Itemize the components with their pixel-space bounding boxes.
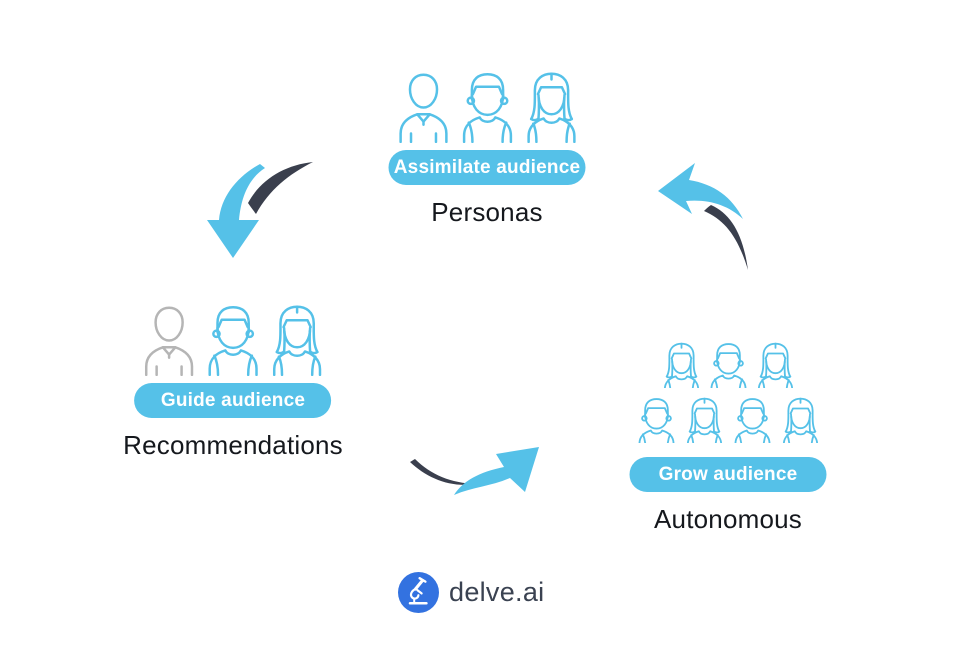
arrow-autonomous-to-personas (658, 163, 748, 270)
woman-long-hair-icon (757, 342, 793, 388)
node-autonomous: Grow audience Autonomous (629, 341, 827, 535)
woman-long-hair-icon (272, 305, 322, 376)
delve-ai-logo: delve.ai (398, 572, 544, 613)
personas-icon-row (397, 70, 577, 143)
recommendations-icon-row (143, 303, 323, 376)
man-short-hair-icon (208, 306, 258, 376)
man-short-hair-icon (734, 398, 770, 443)
arrow-personas-to-recommendations (207, 162, 313, 258)
recommendations-label: Recommendations (123, 430, 343, 460)
woman-long-hair-icon (526, 72, 576, 143)
brand-name: delve.ai (449, 577, 545, 607)
man-short-hair-icon (462, 73, 512, 143)
assimilate-audience-pill: Assimilate audience (388, 150, 586, 185)
woman-long-hair-icon (663, 342, 699, 388)
autonomous-icon-row-2 (637, 396, 819, 443)
autonomous-label: Autonomous (654, 504, 802, 534)
personas-label: Personas (431, 197, 543, 227)
autonomous-icon-row-1 (662, 341, 794, 388)
man-short-hair-icon (710, 343, 746, 388)
grow-audience-pill: Grow audience (629, 457, 827, 492)
node-recommendations: Guide audience Recommendations (123, 303, 343, 461)
guide-audience-pill: Guide audience (134, 383, 332, 418)
node-personas: Assimilate audience Personas (388, 70, 586, 228)
microscope-icon (398, 572, 439, 613)
arrow-recommendations-to-autonomous (410, 447, 539, 495)
woman-long-hair-icon (686, 397, 722, 443)
man-short-hair-icon (638, 398, 674, 443)
woman-long-hair-icon (782, 397, 818, 443)
man-collar-gray-icon (144, 306, 194, 376)
man-collar-icon (398, 73, 448, 143)
